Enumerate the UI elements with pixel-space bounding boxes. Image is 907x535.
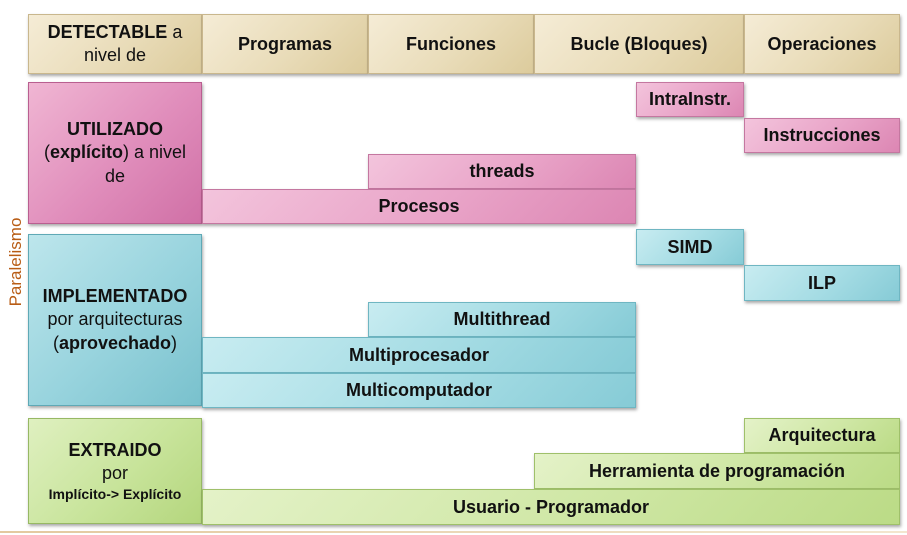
bar-instrucciones: Instrucciones bbox=[744, 118, 900, 153]
header-operaciones: Operaciones bbox=[744, 14, 900, 74]
header-funciones: Funciones bbox=[368, 14, 534, 74]
bar-ilp: ILP bbox=[744, 265, 900, 301]
implementado-line3: (aprovechado) bbox=[52, 332, 178, 353]
utilizado-line2: (explícito) a nivel bbox=[43, 142, 187, 163]
detectable-bold: DETECTABLE bbox=[47, 21, 168, 42]
header-bucle: Bucle (Bloques) bbox=[534, 14, 744, 74]
detectable-line2: nivel de bbox=[83, 45, 147, 65]
implementado-line1: IMPLEMENTADO bbox=[42, 285, 188, 306]
bar-multiprocesador: Multiprocesador bbox=[202, 337, 636, 373]
bar-multithread: Multithread bbox=[368, 302, 636, 337]
bottom-divider bbox=[0, 531, 907, 533]
implementado-line2: por arquitecturas bbox=[47, 309, 183, 330]
detectable-header: DETECTABLE a nivel de bbox=[28, 14, 202, 74]
bar-arquitectura: Arquitectura bbox=[744, 418, 900, 453]
paralelismo-axis-label: Paralelismo bbox=[6, 217, 25, 307]
extraido-line3: Implícito-> Explícito bbox=[48, 486, 182, 503]
detectable-line1: DETECTABLE a bbox=[48, 21, 183, 44]
bar-usuario: Usuario - Programador bbox=[202, 489, 900, 525]
extraido-line1: EXTRAIDO bbox=[68, 439, 162, 460]
detectable-a: a bbox=[172, 21, 183, 42]
bar-multicomputador: Multicomputador bbox=[202, 373, 636, 408]
implementado-label: IMPLEMENTADO por arquitecturas (aprovech… bbox=[28, 234, 202, 406]
bar-threads: threads bbox=[368, 154, 636, 189]
header-programas: Programas bbox=[202, 14, 368, 74]
bar-procesos: Procesos bbox=[202, 189, 636, 224]
extraido-label: EXTRAIDO por Implícito-> Explícito bbox=[28, 418, 202, 524]
bar-intrainstr: IntraInstr. bbox=[636, 82, 744, 117]
bar-herramienta: Herramienta de programación bbox=[534, 453, 900, 489]
utilizado-line1: UTILIZADO bbox=[67, 118, 163, 139]
utilizado-label: UTILIZADO (explícito) a nivel de bbox=[28, 82, 202, 224]
extraido-line2: por bbox=[101, 462, 128, 483]
bar-simd: SIMD bbox=[636, 229, 744, 265]
utilizado-line3: de bbox=[104, 165, 126, 186]
